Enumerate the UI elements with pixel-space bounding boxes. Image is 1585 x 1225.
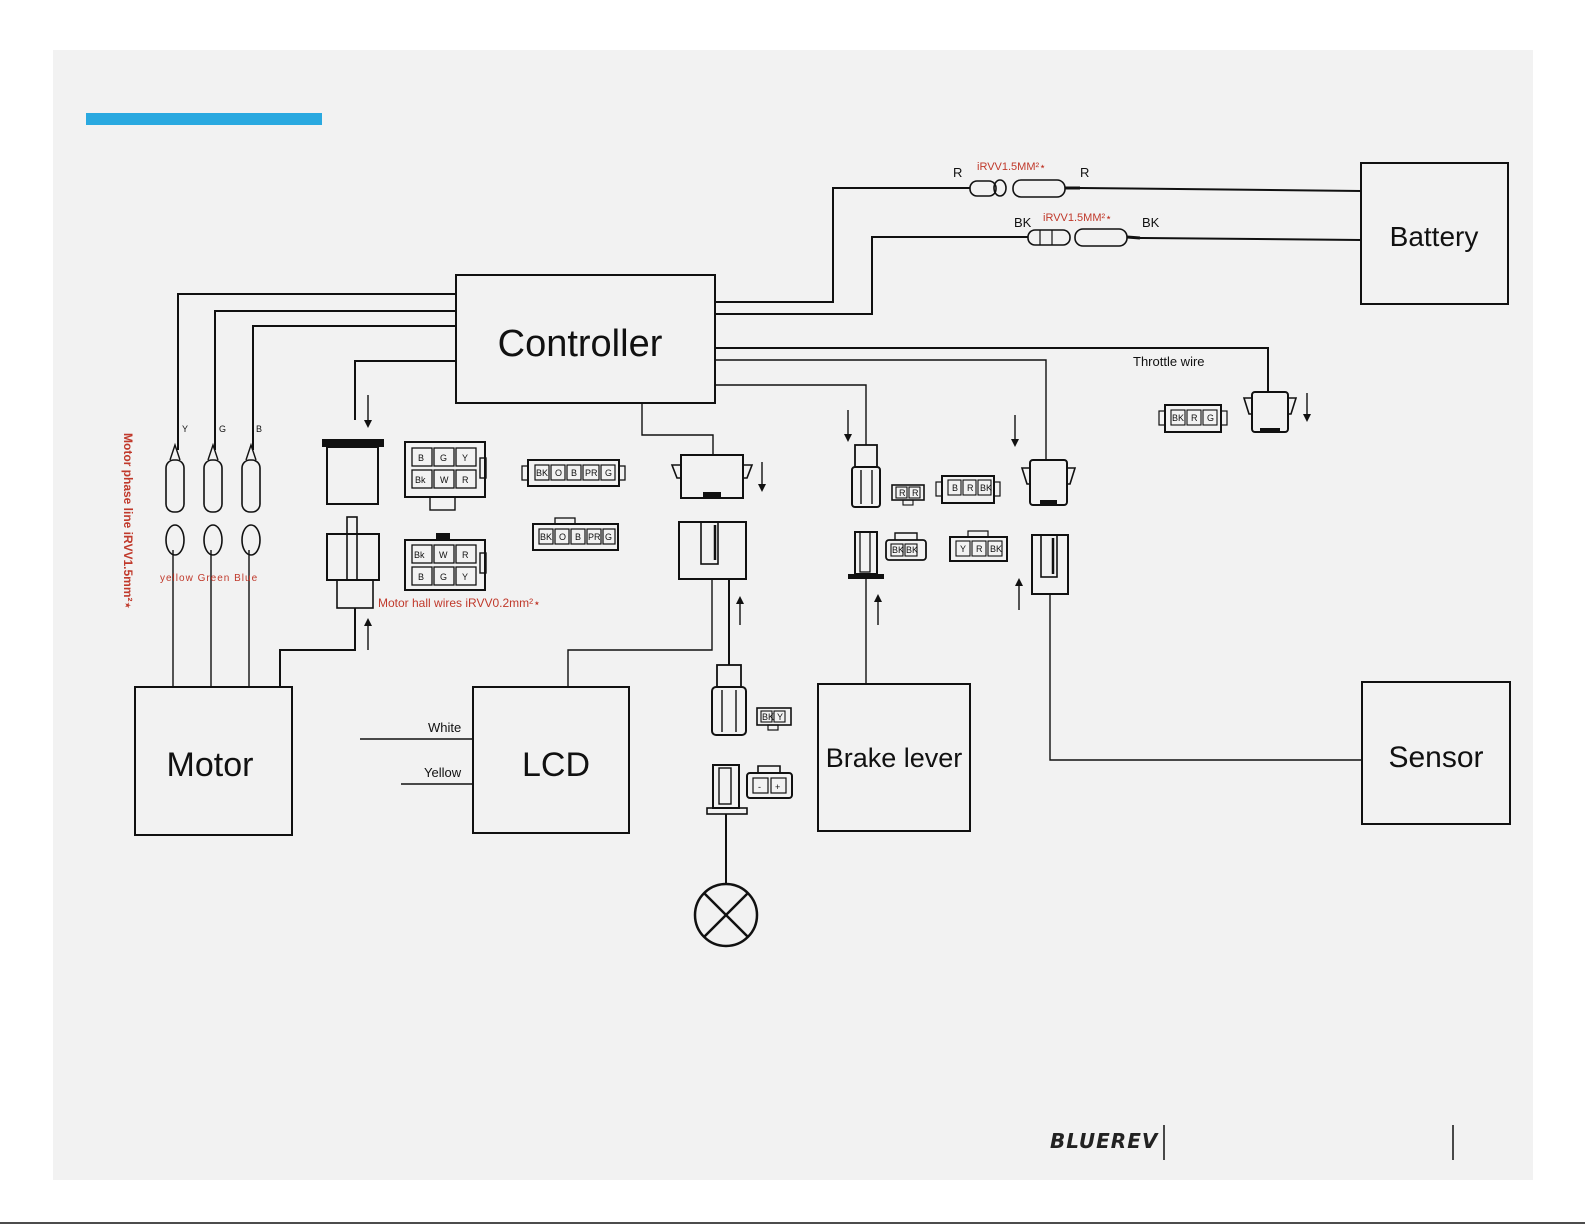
black-wire-spec: iRVV1.5MM²⋆: [1043, 212, 1112, 224]
sensor-box: Sensor: [1362, 682, 1510, 824]
lcd-white-label: White: [428, 720, 461, 735]
brand-logo: BLUEREV: [1050, 1129, 1159, 1153]
battery-label: Battery: [1390, 221, 1479, 252]
phase-label-g: G: [219, 424, 226, 434]
pin: G: [605, 532, 612, 542]
light-connector-top: BK Y: [757, 708, 791, 730]
pin: B: [952, 483, 958, 493]
pin: R: [462, 475, 469, 485]
controller-label: Controller: [498, 323, 663, 365]
pin: B: [418, 572, 424, 582]
pin: BK: [762, 712, 774, 722]
pin: BK: [906, 545, 918, 555]
motor-label: Motor: [167, 746, 254, 784]
pin: B: [418, 453, 424, 463]
pin: Y: [960, 544, 966, 554]
pin: Bk: [414, 550, 425, 560]
lcd-connector: BK O B PR G BK O B PR G: [522, 460, 625, 550]
pin: W: [440, 475, 449, 485]
phase-label-b: B: [256, 424, 262, 434]
pin: Y: [462, 453, 468, 463]
black-connector: [1028, 229, 1140, 246]
pin: R: [1191, 413, 1198, 423]
pin: B: [571, 468, 577, 478]
lcd-yellow-label: Yellow: [424, 765, 462, 780]
pin: BK: [990, 544, 1002, 554]
brake-right-top: B R BK: [936, 476, 1000, 503]
lcd-box: LCD: [473, 687, 629, 833]
black-wire-left: BK: [1014, 215, 1032, 230]
pin: B: [575, 532, 581, 542]
pin: Bk: [415, 475, 426, 485]
pin: G: [440, 453, 447, 463]
controller-box: Controller: [456, 275, 715, 403]
motor-hall-wires-label: Motor hall wires iRVV0.2mm²⋆: [378, 596, 541, 610]
brake-right-bottom: Y R BK: [950, 531, 1007, 561]
brake-left-top: R R: [892, 485, 924, 505]
pin: R: [912, 488, 919, 498]
throttle-wire-label: Throttle wire: [1133, 354, 1205, 369]
pin: -: [758, 782, 761, 792]
motor-box: Motor: [135, 687, 292, 835]
footer: BLUEREV: [1050, 1125, 1453, 1160]
lcd-connector-top: BK O B PR G: [522, 460, 625, 486]
accent-bar: [86, 113, 322, 125]
pin: BK: [1172, 413, 1184, 423]
red-wire-right: R: [1080, 165, 1089, 180]
sensor-label: Sensor: [1388, 741, 1483, 774]
pin: Y: [462, 572, 468, 582]
headlight-connector: BK Y - +: [642, 403, 792, 946]
phase-label-y: Y: [182, 424, 188, 434]
pin: R: [899, 488, 906, 498]
red-wire-left: R: [953, 165, 962, 180]
brake-lever-label: Brake lever: [826, 743, 963, 773]
phase-connectors: [166, 445, 260, 555]
lcd-label: LCD: [522, 746, 590, 784]
pin: BK: [892, 545, 904, 555]
black-wire-right: BK: [1142, 215, 1160, 230]
hall-connector-top: B G Y Bk W R: [405, 442, 486, 510]
phase-colors: yellow Green Blue: [160, 573, 258, 584]
pin: BK: [980, 483, 992, 493]
pin: O: [559, 532, 566, 542]
red-connector: [970, 180, 1080, 197]
brake-lever-connector: R R BK BK B R BK: [715, 385, 1007, 684]
pin: R: [462, 550, 469, 560]
battery-wires: iRVV1.5MM²⋆ R R iRVV1.5MM²⋆ BK BK: [715, 161, 1361, 314]
light-connector-bottom: - +: [747, 766, 792, 798]
pin: R: [976, 544, 983, 554]
motor-hall-connector: B G Y Bk W R Bk W R B G Y Motor hall wir…: [280, 361, 541, 687]
pin: W: [439, 550, 448, 560]
brake-lever-box: Brake lever: [818, 684, 970, 831]
headlight-lamp-icon: [695, 884, 757, 946]
pin: G: [1207, 413, 1214, 423]
throttle-plug: BK R G: [1159, 405, 1227, 432]
pin: Y: [777, 712, 783, 722]
hall-connector-bottom: Bk W R B G Y: [405, 533, 486, 590]
pin: +: [775, 782, 780, 792]
pin: G: [440, 572, 447, 582]
pin: O: [555, 468, 562, 478]
red-wire-spec: iRVV1.5MM²⋆: [977, 161, 1046, 173]
lcd-connector-bottom: BK O B PR G: [533, 518, 618, 550]
pin: PR: [585, 468, 598, 478]
battery-box: Battery: [1361, 163, 1508, 304]
motor-phase-line-label: Motor phase line iRVV1.5mm²⋆: [121, 433, 135, 609]
pin: G: [605, 468, 612, 478]
pin: BK: [540, 532, 552, 542]
pin: R: [967, 483, 974, 493]
pin: BK: [536, 468, 548, 478]
pin: PR: [588, 532, 601, 542]
brake-left-bottom: BK BK: [886, 533, 926, 560]
sensor-connector: [715, 360, 1362, 760]
